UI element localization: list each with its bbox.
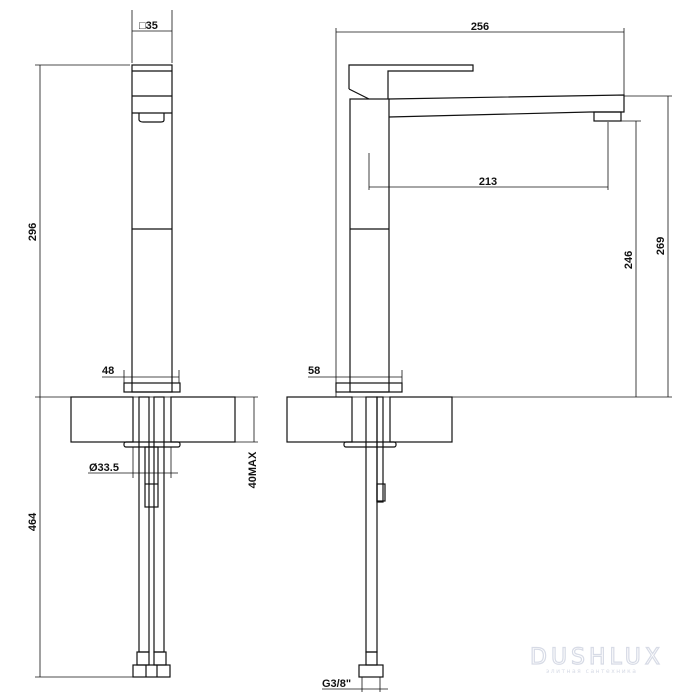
lever <box>348 64 474 99</box>
watermark: DUSHLUX элитная сантехника <box>529 644 664 675</box>
base-plate-side <box>335 382 403 393</box>
dim-hole: Ø33.5 <box>89 462 119 474</box>
spout <box>388 94 625 118</box>
dim-counter-max: 40MAX <box>247 451 259 488</box>
base-plate-front <box>123 382 181 393</box>
hose-left <box>138 396 150 653</box>
dim-base-side: 58 <box>308 365 320 377</box>
hose-right <box>153 396 165 653</box>
hose-nut-side <box>358 664 384 678</box>
dim-reach: 213 <box>479 176 497 188</box>
dim-thread: G3/8" <box>322 678 351 690</box>
threaded-rod <box>144 446 159 508</box>
countertop-right <box>170 396 236 443</box>
countertop-side-right <box>389 396 453 443</box>
watermark-tagline: элитная сантехника <box>546 668 637 675</box>
hose-side <box>365 396 378 653</box>
dim-total-height: 269 <box>655 237 667 255</box>
countertop-side-left <box>286 396 353 443</box>
dim-height: 296 <box>27 223 39 241</box>
dim-length: 256 <box>471 21 489 33</box>
side-view: 256 213 246 269 58 <box>286 21 672 692</box>
aerator-front <box>138 113 165 123</box>
faucet-body-side <box>349 98 390 393</box>
front-view: □35 296 48 40MAX Ø33.5 <box>27 10 259 678</box>
fixing-plate <box>123 441 181 448</box>
countertop-left <box>70 396 134 443</box>
hose-nuts <box>132 664 171 678</box>
watermark-brand: DUSHLUX <box>530 645 664 670</box>
dim-hose-length: 464 <box>27 512 39 531</box>
dim-base: 48 <box>102 365 114 377</box>
dim-width: □35 <box>139 20 158 32</box>
aerator-side <box>593 111 622 122</box>
dim-outlet-height: 246 <box>623 251 635 269</box>
